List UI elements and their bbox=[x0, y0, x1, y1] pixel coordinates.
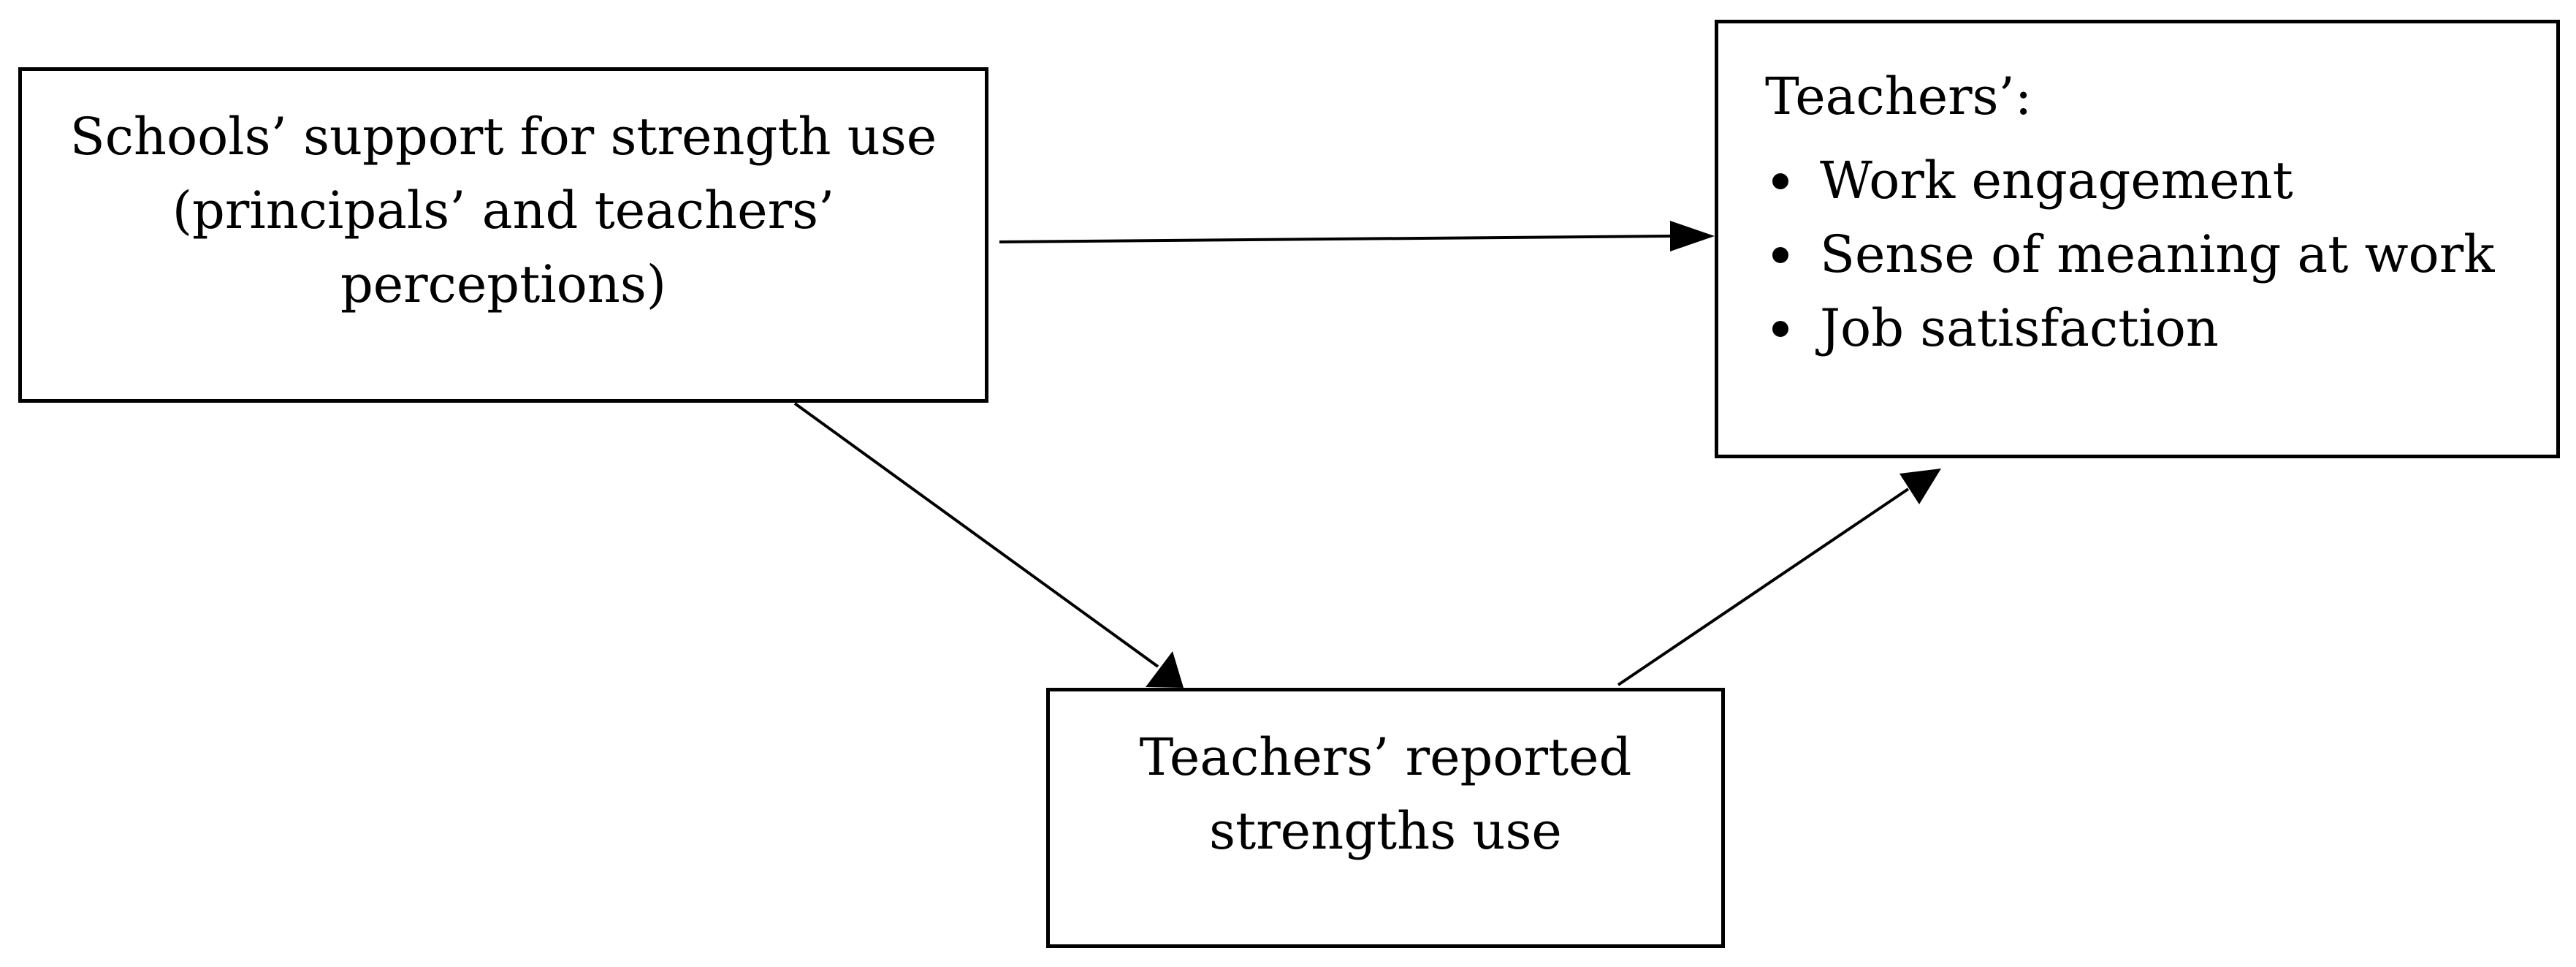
node-text-line: perceptions) bbox=[340, 254, 667, 314]
arrow-support-to-strengths-use bbox=[793, 402, 1184, 688]
bullet-icon bbox=[1772, 172, 1788, 189]
node-text-line: Schools’ support for strength use bbox=[69, 107, 937, 167]
list-item: Work engagement bbox=[1765, 144, 2495, 218]
list-item-label: Job satisfaction bbox=[1820, 298, 2219, 358]
node-strengths-use-text: Teachers’ reported strengths use bbox=[1050, 721, 1721, 868]
bullet-icon bbox=[1772, 320, 1788, 337]
node-text-line: strengths use bbox=[1209, 801, 1562, 861]
bullet-icon bbox=[1772, 246, 1788, 263]
node-teacher-outcomes: Teachers’: Work engagement Sense of mean… bbox=[1715, 20, 2560, 458]
list-item-label: Sense of meaning at work bbox=[1820, 224, 2495, 284]
arrow-strengths-use-to-outcomes bbox=[1617, 469, 1941, 686]
list-item: Sense of meaning at work bbox=[1765, 218, 2495, 292]
node-text-line: Teachers’ reported bbox=[1139, 727, 1632, 787]
arrow-support-to-outcomes bbox=[999, 221, 1715, 251]
node-heading: Teachers’: bbox=[1765, 67, 2032, 126]
node-schools-support-text: Schools’ support for strength use (princ… bbox=[22, 100, 985, 322]
list-item-label: Work engagement bbox=[1820, 151, 2293, 211]
node-schools-support: Schools’ support for strength use (princ… bbox=[18, 67, 988, 403]
node-strengths-use: Teachers’ reported strengths use bbox=[1046, 688, 1725, 948]
list-item: Job satisfaction bbox=[1765, 292, 2495, 365]
node-text-line: (principals’ and teachers’ bbox=[172, 181, 835, 240]
outcomes-list: Work engagement Sense of meaning at work… bbox=[1765, 144, 2495, 365]
